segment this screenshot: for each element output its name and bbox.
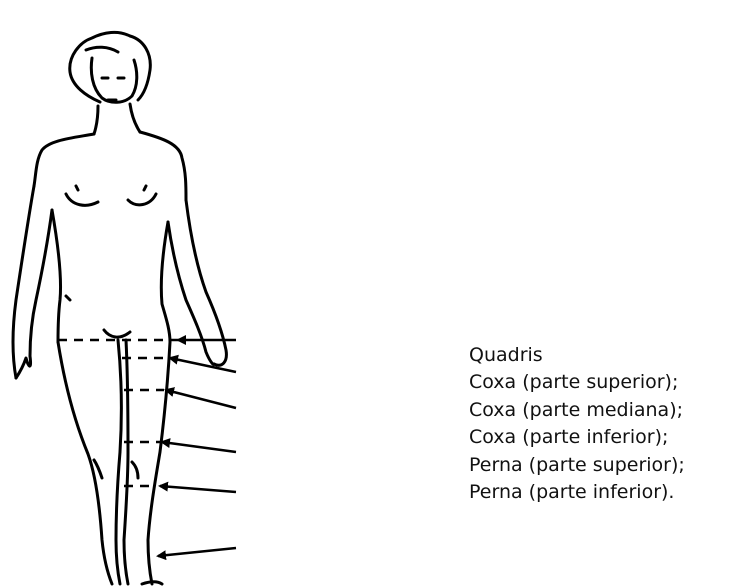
measurement-labels: Quadris Coxa (parte superior); Coxa (par… bbox=[469, 342, 745, 506]
shoulder-right bbox=[140, 132, 186, 200]
neck-left bbox=[94, 106, 98, 134]
leg-right-inner bbox=[124, 340, 128, 584]
arrow-leg-lower bbox=[158, 548, 236, 556]
knee-right bbox=[132, 462, 138, 478]
leg-right-outer bbox=[148, 342, 170, 584]
arrow-thigh-middle bbox=[166, 390, 236, 408]
neck-right bbox=[130, 104, 140, 132]
hand-left bbox=[16, 356, 31, 378]
nipple-left bbox=[76, 186, 78, 190]
waist-mark-left bbox=[66, 296, 70, 300]
hair-outline bbox=[70, 32, 151, 102]
body-outline bbox=[13, 32, 226, 584]
label-thigh-lower: Coxa (parte inferior); bbox=[469, 424, 745, 451]
label-thigh-middle: Coxa (parte mediana); bbox=[469, 397, 745, 424]
arm-left-inner bbox=[30, 210, 52, 356]
breast-left bbox=[66, 194, 98, 205]
label-leg-upper: Perna (parte superior); bbox=[469, 452, 745, 479]
label-leg-lower: Perna (parte inferior). bbox=[469, 479, 745, 506]
nipple-right bbox=[144, 186, 146, 190]
pointer-arrows bbox=[158, 340, 236, 556]
crotch bbox=[104, 330, 130, 337]
face-outline bbox=[91, 58, 136, 102]
label-thigh-upper: Coxa (parte superior); bbox=[469, 369, 745, 396]
torso-left bbox=[52, 210, 61, 342]
torso-right bbox=[161, 222, 170, 342]
arrow-leg-upper bbox=[160, 486, 236, 492]
shoulder-left bbox=[34, 134, 94, 186]
label-hips: Quadris bbox=[469, 342, 745, 369]
arrow-thigh-lower bbox=[162, 442, 236, 452]
hair-part bbox=[86, 47, 118, 52]
leg-left-inner bbox=[116, 340, 121, 584]
leg-left-outer bbox=[58, 342, 112, 584]
breast-right bbox=[128, 194, 156, 205]
